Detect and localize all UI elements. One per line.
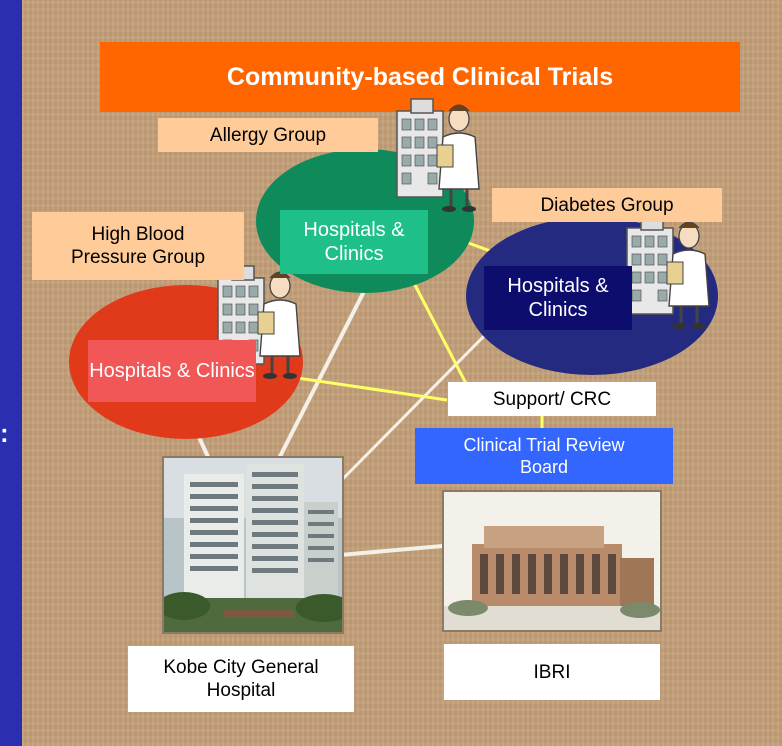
link-diabetes-kobe — [320, 328, 492, 502]
diabetes-group-label: Diabetes Group — [492, 188, 722, 222]
kobe-building-image — [164, 458, 342, 632]
diabetes-node-label: Hospitals & Clinics — [484, 266, 632, 330]
link-kobe-ibri — [339, 543, 455, 557]
content-panel: Community-based Clinical Trials — [22, 0, 782, 746]
kobe-hospital-label: Kobe City General Hospital — [128, 646, 354, 712]
ibri-label: IBRI — [444, 644, 660, 700]
review-board-label: Clinical Trial Review Board — [415, 428, 673, 484]
high-bp-group-label: High Blood Pressure Group — [32, 212, 244, 280]
support-crc-label: Support/ CRC — [448, 382, 656, 416]
ibri-building-image — [444, 492, 660, 630]
kobe-hospital-photo — [162, 456, 344, 634]
diabetes-doctor-icon — [625, 214, 711, 331]
ibri-photo — [442, 490, 662, 632]
high-bp-node-label: Hospitals & Clinics — [88, 340, 256, 402]
side-mark: : — [0, 418, 9, 448]
allergy-group-label: Allergy Group — [158, 118, 378, 152]
link-highbp-support — [276, 373, 448, 402]
allergy-node-label: Hospitals & Clinics — [280, 210, 428, 274]
allergy-doctor-icon — [395, 97, 481, 214]
